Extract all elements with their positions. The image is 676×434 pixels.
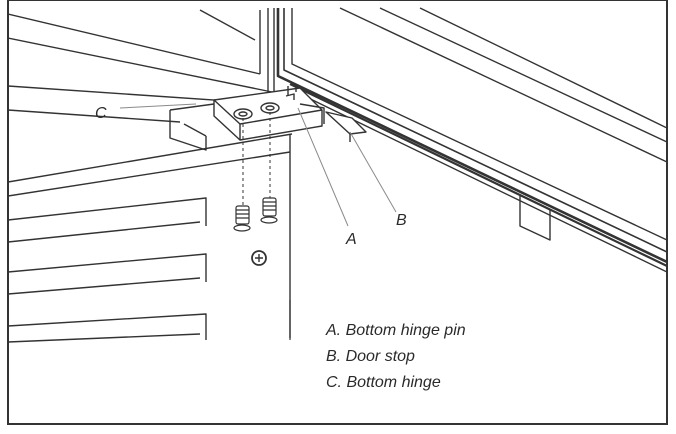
cabinet-side (8, 133, 293, 338)
hinge-screws (233, 197, 278, 232)
legend-item-b: B. Door stop (326, 348, 415, 365)
vent-louvers (8, 197, 207, 343)
leader-lines (119, 103, 397, 227)
refrigerator-door (276, 7, 667, 273)
legend: A. Bottom hinge pin B. Door stop C. Bott… (326, 322, 466, 400)
door-stop (299, 103, 367, 142)
callout-a: A (346, 231, 357, 248)
figure-frame (7, 0, 668, 425)
bottom-hinge (169, 87, 323, 151)
cabinet-top (8, 8, 275, 123)
legend-item-a: A. Bottom hinge pin (326, 322, 466, 339)
bottom-hinge-pin (285, 84, 297, 100)
callout-c: C (95, 105, 107, 122)
screw-guide-lines (242, 112, 271, 206)
legend-item-c: C. Bottom hinge (326, 374, 441, 391)
screw-hole (251, 250, 267, 266)
callout-b: B (396, 212, 407, 229)
